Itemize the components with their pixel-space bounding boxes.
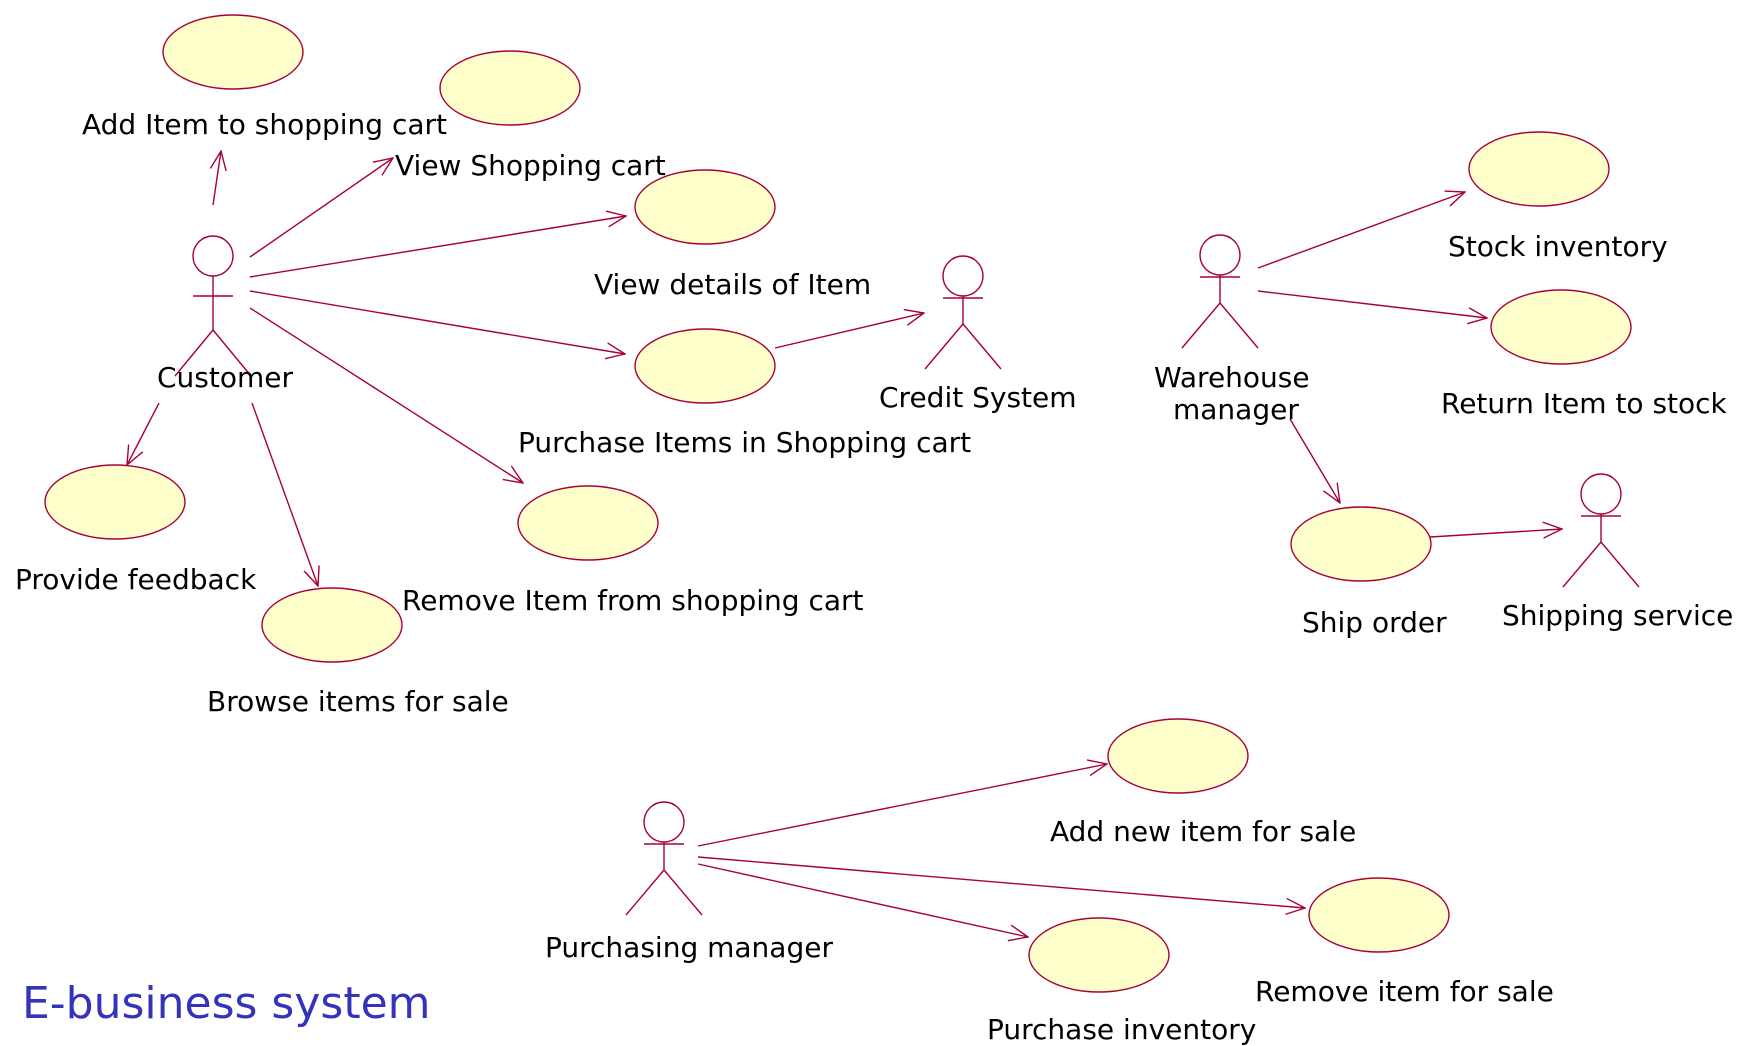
assoc-warehouse-ship	[1289, 418, 1340, 503]
usecase-return-item-to-stock[interactable]	[1490, 289, 1632, 365]
label-remove-item-for-sale: Remove item for sale	[1255, 975, 1554, 1008]
assoc-customer-feedback	[127, 402, 160, 465]
label-browse-items: Browse items for sale	[207, 685, 509, 718]
usecase-ship-order[interactable]	[1290, 506, 1432, 582]
usecase-remove-item-for-sale[interactable]	[1308, 877, 1450, 953]
label-stock-inventory: Stock inventory	[1448, 230, 1668, 263]
assoc-ship-shipping-service	[1429, 529, 1562, 537]
label-add-new-item: Add new item for sale	[1050, 815, 1356, 848]
label-shipping-service: Shipping service	[1502, 599, 1733, 632]
assoc-purchasing-add-new	[697, 764, 1107, 847]
label-customer: Customer	[157, 361, 293, 394]
assoc-customer-view-cart	[249, 158, 393, 258]
usecase-add-new-item[interactable]	[1107, 718, 1249, 794]
assoc-customer-browse	[251, 402, 318, 586]
label-view-details-of-item: View details of Item	[594, 268, 871, 301]
label-ship-order: Ship order	[1302, 606, 1447, 639]
usecase-view-details-of-item[interactable]	[634, 169, 776, 245]
actor-purchasing-manager-icon[interactable]	[625, 801, 703, 916]
actor-shipping-service-icon[interactable]	[1562, 473, 1640, 588]
label-credit-system: Credit System	[879, 381, 1077, 414]
assoc-purchasing-purchase-inventory	[697, 863, 1028, 937]
assoc-warehouse-return	[1257, 290, 1487, 318]
assoc-customer-add-item	[213, 151, 221, 206]
usecase-purchase-inventory[interactable]	[1028, 917, 1170, 993]
assoc-customer-purchase	[249, 290, 625, 354]
usecase-browse-items[interactable]	[261, 587, 403, 663]
usecase-provide-feedback[interactable]	[44, 464, 186, 540]
actor-customer-icon[interactable]	[174, 235, 252, 377]
actor-warehouse-manager-icon[interactable]	[1181, 234, 1259, 349]
diagram-title: E-business system	[22, 978, 431, 1029]
label-return-item-to-stock: Return Item to stock	[1441, 387, 1728, 420]
assoc-customer-view-details	[249, 216, 626, 278]
actor-credit-system-icon[interactable]	[924, 255, 1002, 370]
label-remove-item-from-cart: Remove Item from shopping cart	[402, 584, 864, 617]
assoc-customer-remove-item	[249, 307, 523, 483]
label-purchase-items: Purchase Items in Shopping cart	[518, 426, 971, 459]
label-warehouse-manager-line1: Warehouse	[1154, 361, 1310, 394]
usecase-view-shopping-cart[interactable]	[439, 50, 581, 126]
usecase-remove-item-from-cart[interactable]	[517, 485, 659, 561]
label-provide-feedback: Provide feedback	[15, 563, 257, 596]
usecase-purchase-items[interactable]	[634, 328, 776, 404]
label-view-shopping-cart: View Shopping cart	[395, 149, 666, 182]
assoc-warehouse-stock	[1257, 192, 1465, 269]
assoc-purchasing-remove-sale	[697, 856, 1305, 908]
label-warehouse-manager-line2: manager	[1173, 393, 1299, 426]
label-purchasing-manager: Purchasing manager	[545, 931, 833, 964]
assoc-purchase-credit	[774, 313, 924, 349]
usecase-add-item-to-cart[interactable]	[162, 14, 304, 90]
label-purchase-inventory: Purchase inventory	[987, 1013, 1256, 1046]
usecase-stock-inventory[interactable]	[1468, 131, 1610, 207]
label-add-item-to-cart: Add Item to shopping cart	[82, 108, 447, 141]
